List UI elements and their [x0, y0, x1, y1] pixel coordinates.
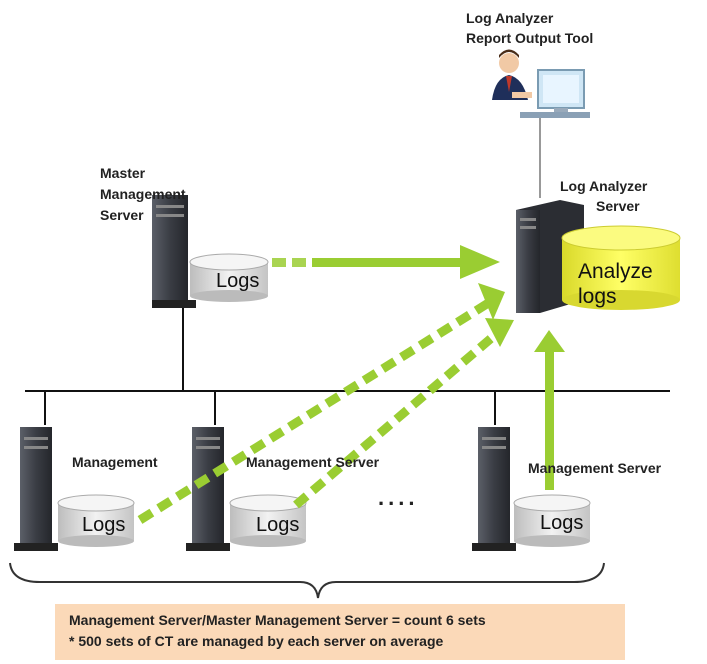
management-server-1-icon	[14, 427, 58, 551]
note-line2: * 500 sets of CT are managed by each ser…	[69, 633, 444, 649]
server-3-logs-label: Logs	[540, 512, 584, 534]
analyze-logs-line1: Analyze	[578, 260, 653, 283]
analyze-logs-database-icon	[561, 225, 681, 310]
master-logs-database-icon	[189, 253, 269, 302]
server-2-logs-label: Logs	[256, 514, 300, 536]
server-2-logs-database-icon	[229, 494, 307, 547]
group-brace	[9, 562, 605, 599]
server-3-label: Management Server	[528, 460, 662, 476]
terminal-label-line1: Log Analyzer	[466, 10, 554, 26]
management-server-3-icon	[472, 427, 516, 551]
analyzer-server-label-line1: Log Analyzer	[560, 178, 648, 194]
master-server-icon	[152, 195, 196, 308]
master-logs-label: Logs	[216, 270, 260, 292]
analyzer-server-label-line2: Server	[596, 198, 640, 214]
arrow-server1-to-analyzer	[137, 283, 505, 524]
summary-note: Management Server/Master Management Serv…	[55, 604, 625, 660]
arrow-master-to-analyzer	[272, 245, 500, 279]
server-1-logs-label: Logs	[82, 514, 126, 536]
ellipsis: ....	[378, 485, 419, 510]
server-2-label: Management Server	[246, 454, 380, 470]
management-server-2-icon	[186, 427, 230, 551]
master-label-line1: Master	[100, 165, 146, 181]
analyze-logs-line2: logs	[578, 285, 617, 308]
server-1-logs-database-icon	[57, 494, 135, 547]
master-label-line3: Server	[100, 207, 144, 223]
user-at-computer-icon	[492, 49, 590, 118]
server-3-logs-database-icon	[513, 494, 591, 547]
note-line1: Management Server/Master Management Serv…	[69, 612, 486, 628]
arrow-server2-to-analyzer	[293, 318, 514, 509]
server-1-label: Management	[72, 454, 158, 470]
arrows	[137, 245, 565, 524]
terminal-label-line2: Report Output Tool	[466, 30, 594, 46]
master-label-line2: Management	[100, 186, 186, 202]
arrow-server3-to-analyzer	[534, 330, 565, 490]
